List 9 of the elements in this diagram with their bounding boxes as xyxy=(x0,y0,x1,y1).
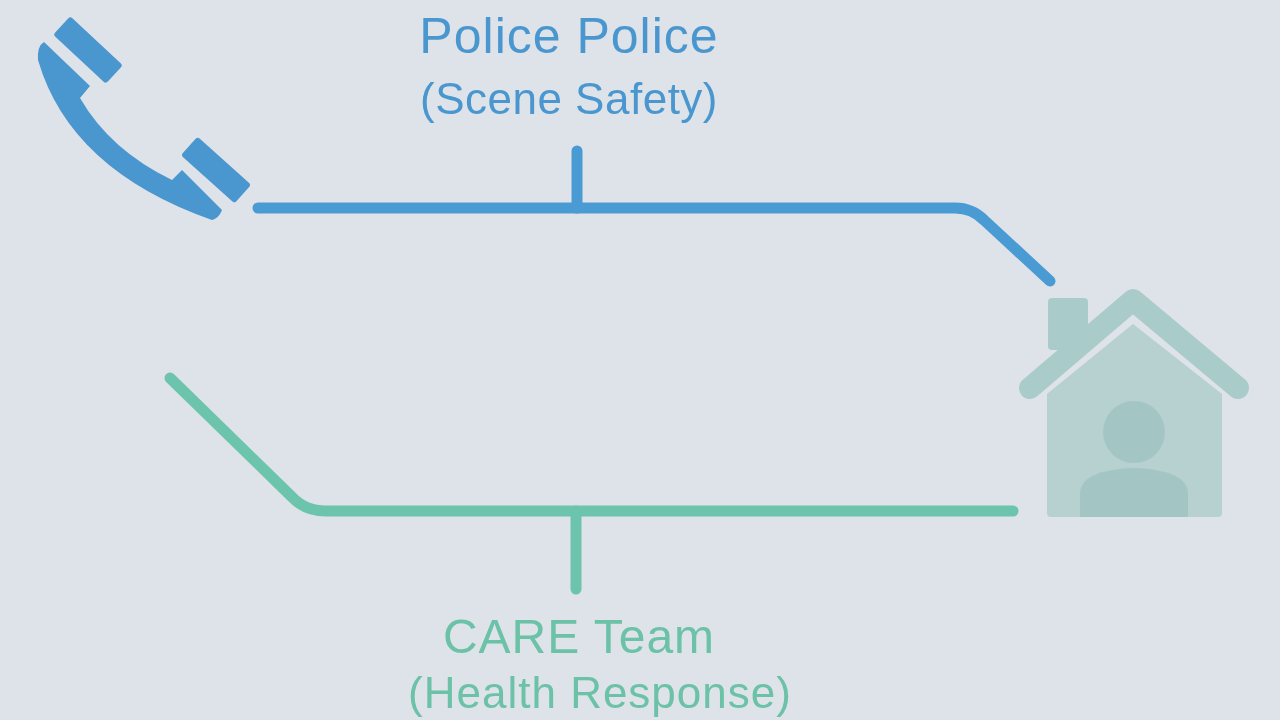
house-person-icon xyxy=(1018,286,1252,520)
leader-line xyxy=(571,145,583,214)
leader-line xyxy=(570,505,582,595)
heading-text: CARE Team xyxy=(442,610,716,664)
subheading-text: (Health Response) xyxy=(408,667,792,717)
connector-line xyxy=(252,202,1056,287)
connector-line xyxy=(164,372,1019,517)
heading-text: Police Police xyxy=(419,8,719,64)
subheading-text: (Scene Safety) xyxy=(420,73,718,125)
